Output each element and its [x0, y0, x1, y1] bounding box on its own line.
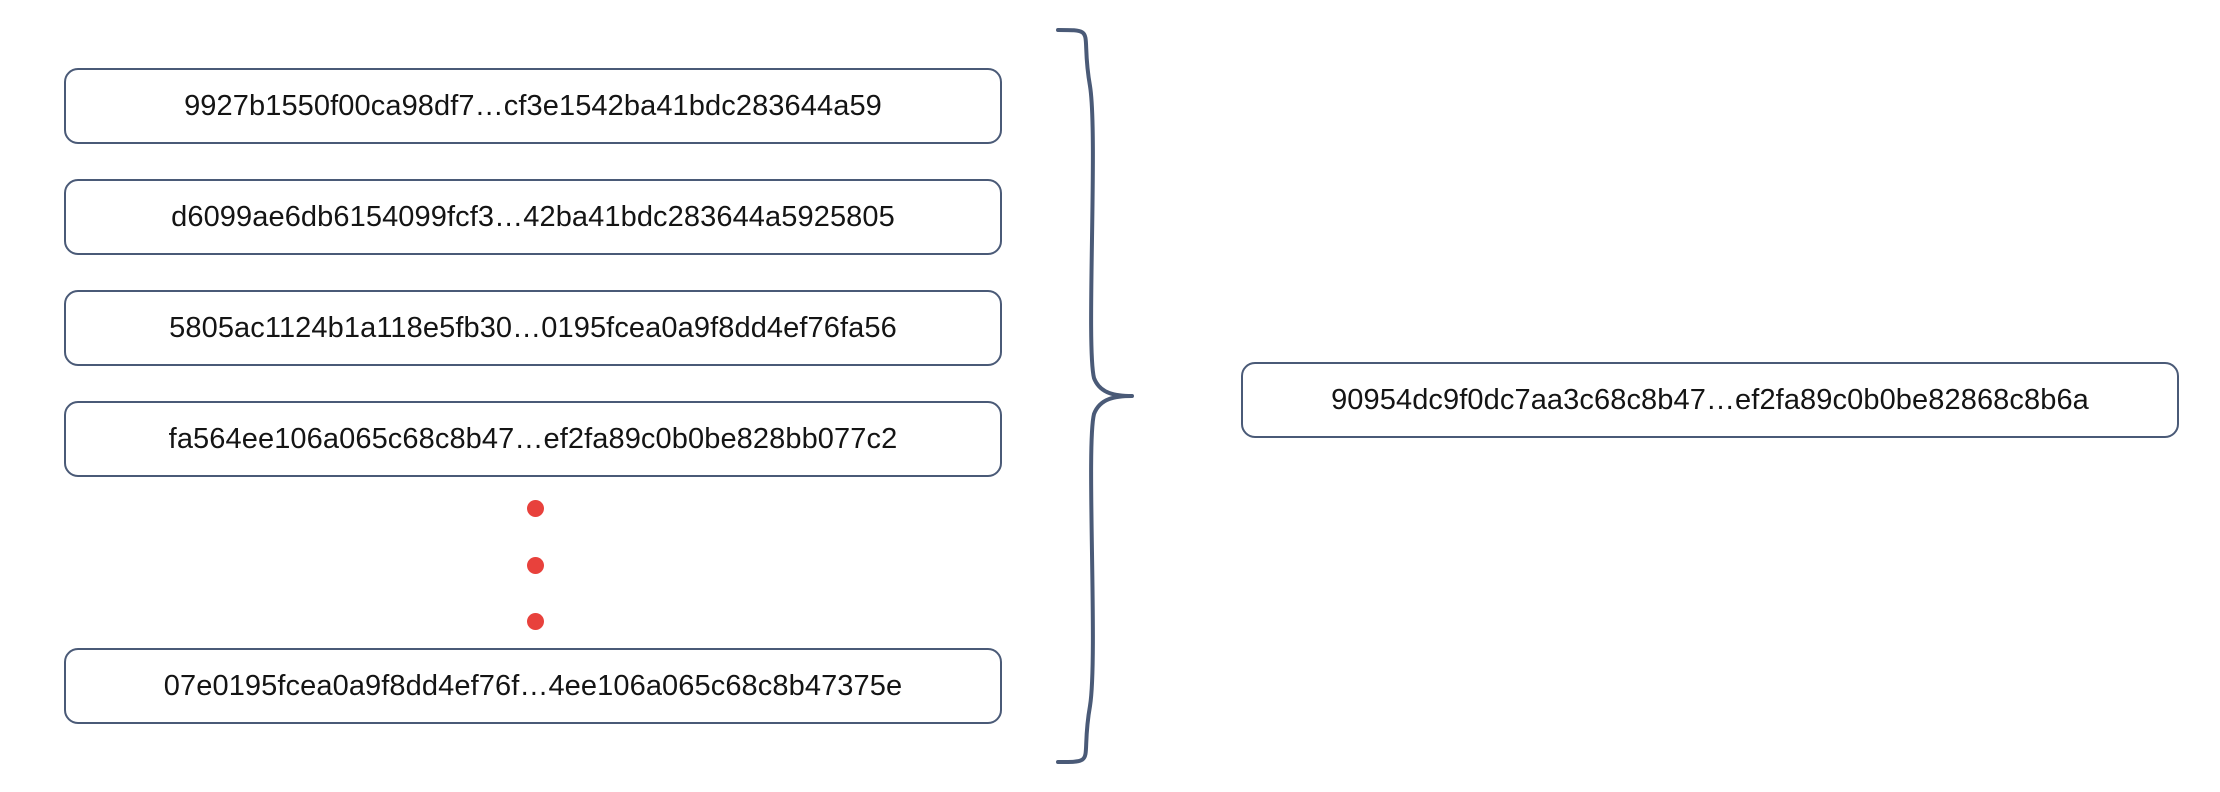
- ellipsis-dot-3: [526, 613, 544, 630]
- input-hash-text-1: 9927b1550f00ca98df7…cf3e1542ba41bdc28364…: [184, 89, 882, 122]
- output-hash-box[interactable]: 90954dc9f0dc7aa3c68c8b47…ef2fa89c0b0be82…: [1241, 362, 2179, 438]
- input-hash-box-1[interactable]: 9927b1550f00ca98df7…cf3e1542ba41bdc28364…: [64, 68, 1002, 144]
- input-hash-text-5: 07e0195fcea0a9f8dd4ef76f…4ee106a065c68c8…: [163, 669, 903, 702]
- input-hash-text-3: 5805ac1124b1a118e5fb30…0195fcea0a9f8dd4e…: [169, 311, 897, 344]
- input-hash-box-4[interactable]: fa564ee106a065c68c8b47…ef2fa89c0b0be828b…: [64, 401, 1002, 477]
- ellipsis-dot-1: [526, 500, 544, 517]
- vertical-ellipsis-icon: [495, 500, 575, 630]
- curly-brace-icon: [1056, 28, 1134, 764]
- input-hash-box-3[interactable]: 5805ac1124b1a118e5fb30…0195fcea0a9f8dd4e…: [64, 290, 1002, 366]
- input-hash-text-2: d6099ae6db6154099fcf3…42ba41bdc283644a59…: [171, 200, 895, 233]
- input-hash-box-2[interactable]: d6099ae6db6154099fcf3…42ba41bdc283644a59…: [64, 179, 1002, 255]
- input-hash-text-4: fa564ee106a065c68c8b47…ef2fa89c0b0be828b…: [168, 422, 898, 455]
- input-hash-box-5[interactable]: 07e0195fcea0a9f8dd4ef76f…4ee106a065c68c8…: [64, 648, 1002, 724]
- ellipsis-dot-2: [526, 556, 544, 574]
- output-hash-text: 90954dc9f0dc7aa3c68c8b47…ef2fa89c0b0be82…: [1331, 383, 2089, 416]
